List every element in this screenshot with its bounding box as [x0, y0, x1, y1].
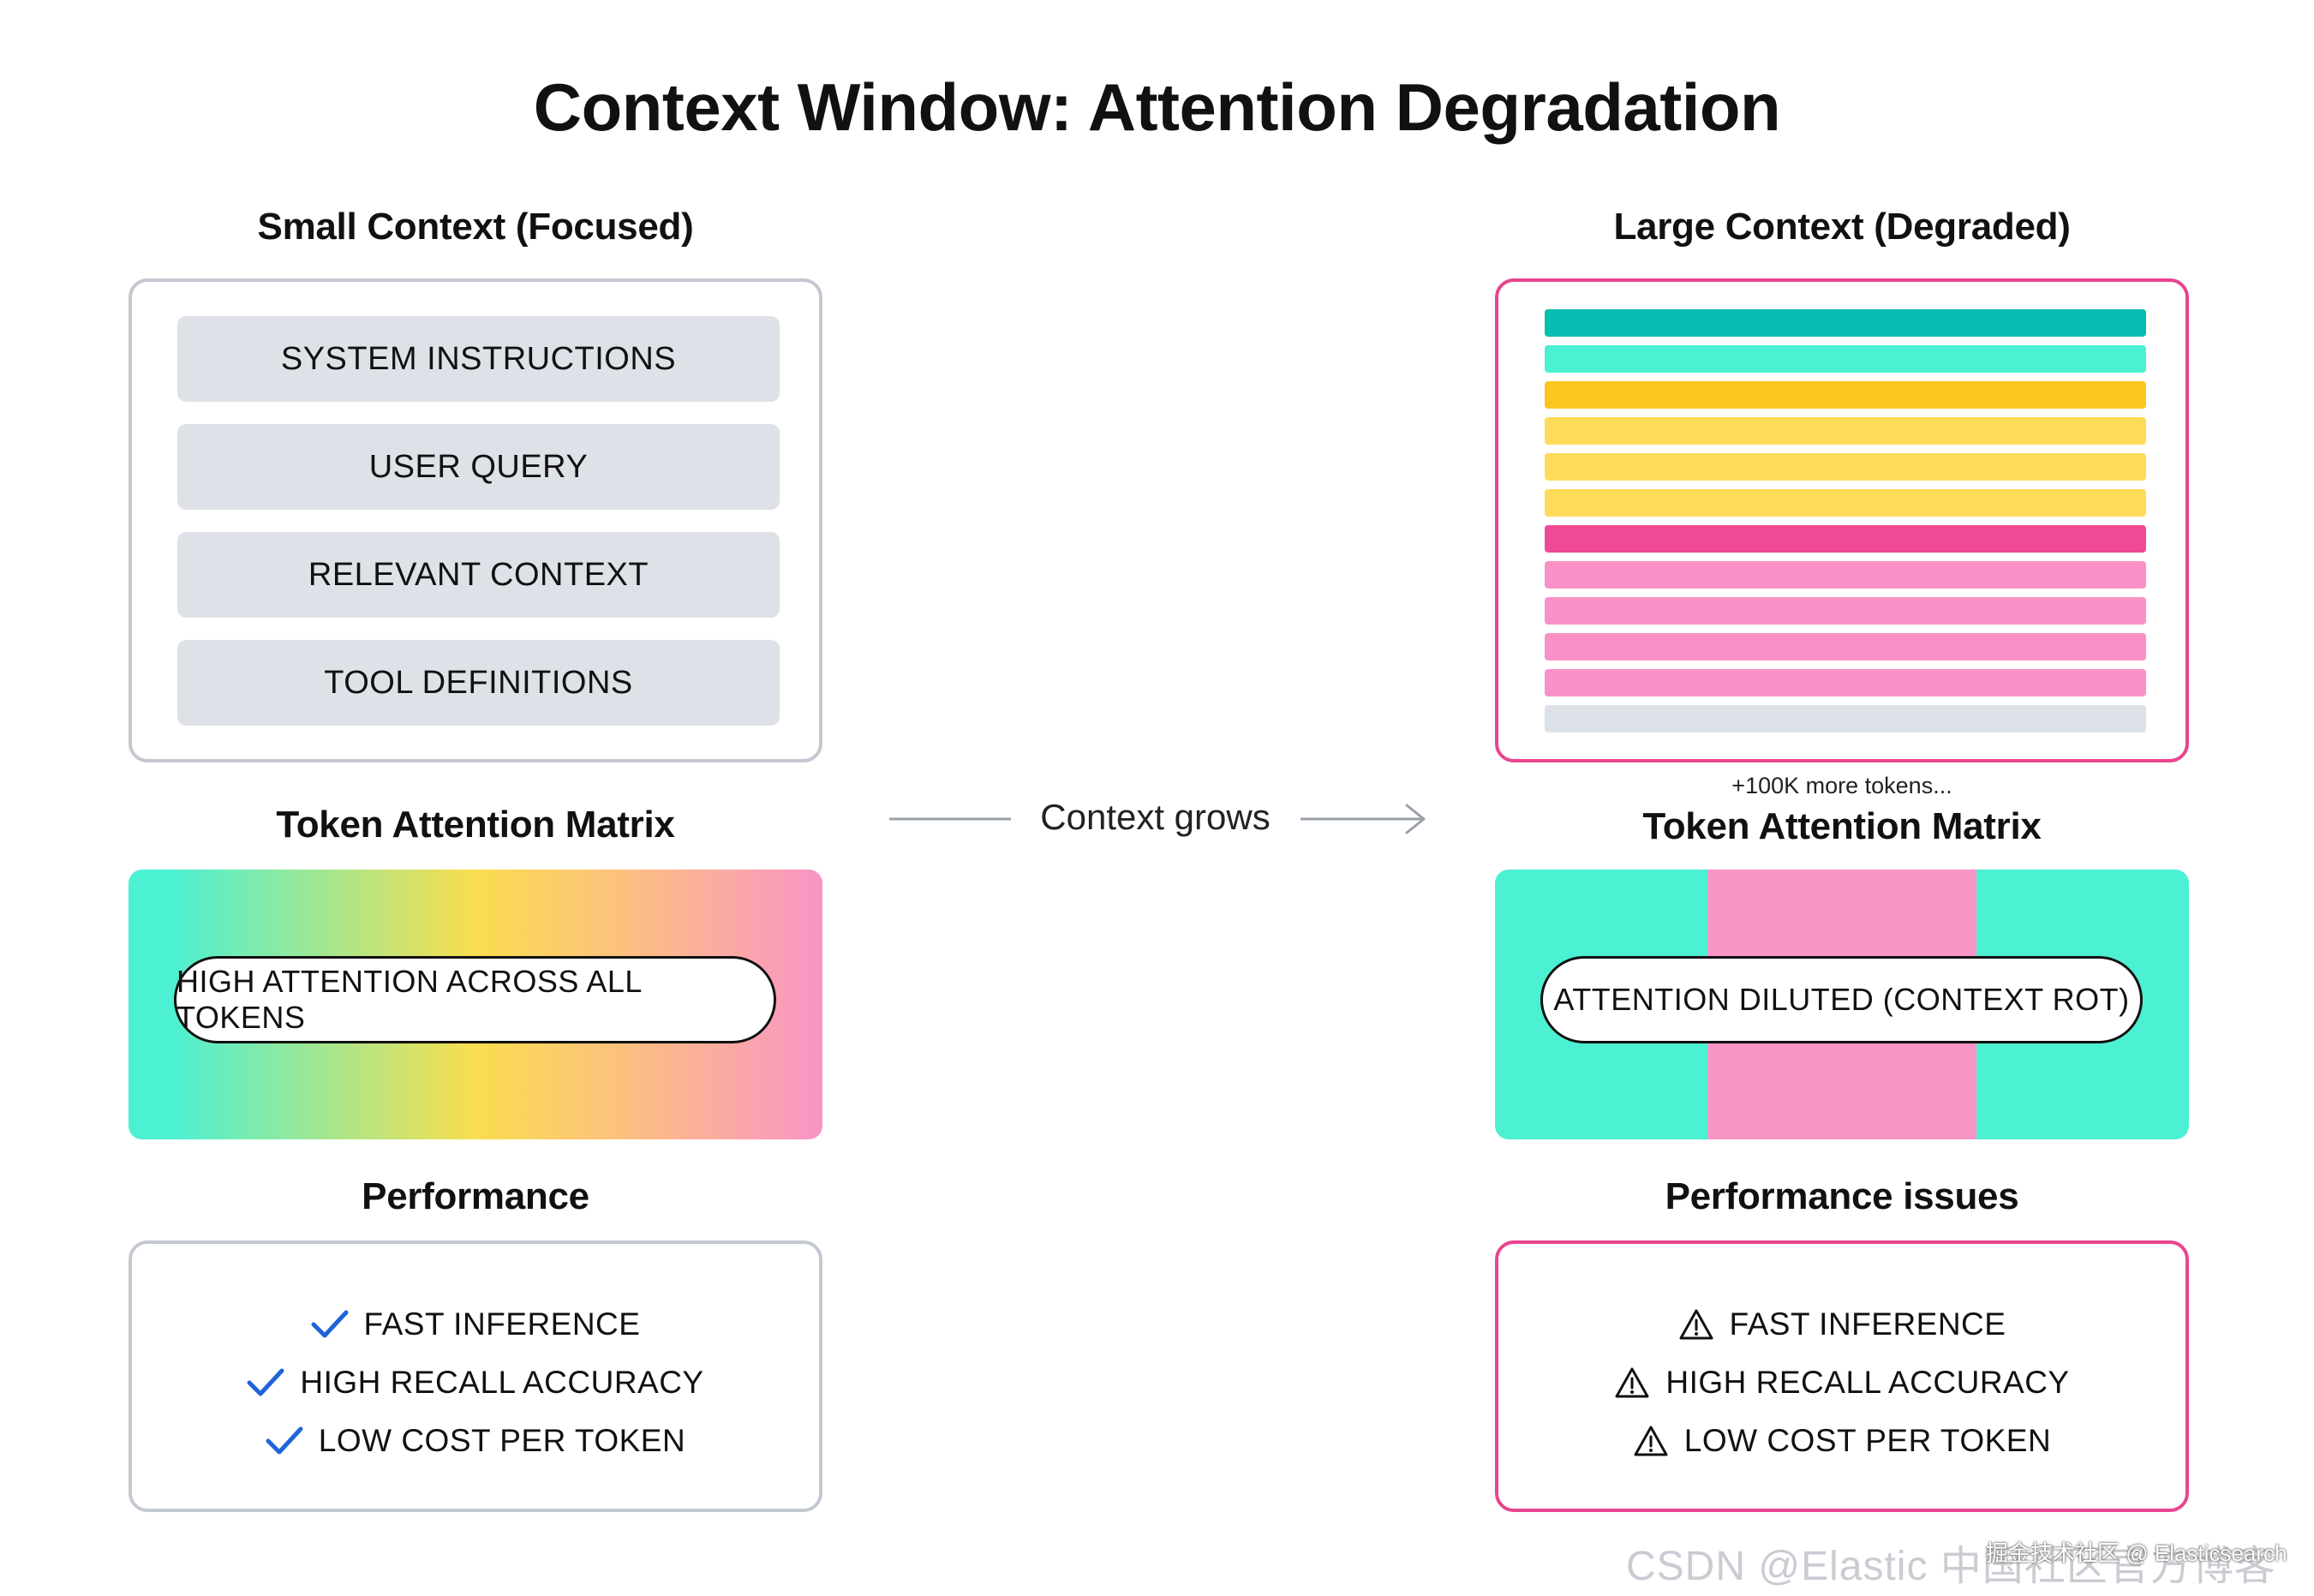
token-bar: [1545, 453, 2146, 481]
left-matrix-heading: Token Attention Matrix: [276, 804, 675, 846]
perf-item-label: FAST INFERENCE: [363, 1306, 641, 1342]
right-attention-matrix: ATTENTION DILUTED (CONTEXT ROT): [1495, 870, 2189, 1139]
token-bar: [1545, 309, 2146, 337]
issue-item-label: FAST INFERENCE: [1729, 1306, 2006, 1342]
context-item-tool-definitions: TOOL DEFINITIONS: [177, 640, 780, 726]
more-tokens-note: +100K more tokens...: [1731, 773, 1952, 798]
left-attention-matrix: HIGH ATTENTION ACROSS ALL TOKENS: [129, 870, 822, 1139]
issue-item-fast-inference: FAST INFERENCE: [1498, 1299, 2185, 1350]
checkmark-icon: [311, 1310, 349, 1338]
context-grows-label: Context grows: [1040, 797, 1271, 837]
perf-item-fast-inference: FAST INFERENCE: [132, 1299, 819, 1350]
small-context-heading: Small Context (Focused): [257, 206, 694, 248]
attention-diluted-label: ATTENTION DILUTED (CONTEXT ROT): [1540, 956, 2143, 1043]
right-matrix-heading: Token Attention Matrix: [1642, 805, 2042, 847]
token-bar: [1545, 381, 2146, 409]
checkmark-icon: [266, 1426, 303, 1455]
warning-icon: [1634, 1426, 1668, 1456]
juejin-watermark: 掘金技术社区 @ Elasticsearch: [1986, 1540, 2287, 1566]
large-context-heading: Large Context (Degraded): [1613, 206, 2071, 248]
token-bar: [1545, 525, 2146, 553]
performance-issues-heading: Performance issues: [1665, 1175, 2019, 1217]
issue-item-high-recall: HIGH RECALL ACCURACY: [1498, 1357, 2185, 1408]
large-context-box: [1495, 278, 2189, 762]
context-item-user-query: USER QUERY: [177, 424, 780, 510]
performance-heading: Performance: [362, 1175, 589, 1217]
token-bar: [1545, 597, 2146, 625]
checkmark-icon: [247, 1368, 284, 1396]
perf-item-label: HIGH RECALL ACCURACY: [300, 1365, 704, 1400]
token-bar: [1545, 669, 2146, 696]
performance-box: FAST INFERENCE HIGH RECALL ACCURACY LOW …: [129, 1240, 822, 1512]
perf-item-low-cost: LOW COST PER TOKEN: [132, 1415, 819, 1467]
token-bar: [1545, 633, 2146, 661]
csdn-watermark: CSDN @Elastic 中国社区官方博客: [1626, 1544, 2276, 1589]
issue-item-label: HIGH RECALL ACCURACY: [1665, 1365, 2070, 1400]
warning-icon: [1615, 1367, 1649, 1398]
arrow-right-icon: [889, 804, 1426, 834]
context-item-system-instructions: SYSTEM INSTRUCTIONS: [177, 316, 780, 402]
context-item-relevant-context: RELEVANT CONTEXT: [177, 532, 780, 618]
issue-item-label: LOW COST PER TOKEN: [1683, 1423, 2052, 1458]
token-bar: [1545, 561, 2146, 589]
perf-item-label: LOW COST PER TOKEN: [318, 1423, 686, 1458]
token-bar: [1545, 705, 2146, 732]
diagram-title: Context Window: Attention Degradation: [533, 69, 1781, 145]
issue-item-low-cost: LOW COST PER TOKEN: [1498, 1415, 2185, 1467]
perf-item-high-recall: HIGH RECALL ACCURACY: [132, 1357, 819, 1408]
context-grows-connector: Context grows: [888, 788, 1436, 848]
performance-issues-box: FAST INFERENCE HIGH RECALL ACCURACY LOW …: [1495, 1240, 2189, 1512]
small-context-box: SYSTEM INSTRUCTIONS USER QUERY RELEVANT …: [129, 278, 822, 762]
token-bar: [1545, 345, 2146, 373]
token-bar: [1545, 489, 2146, 517]
high-attention-label: HIGH ATTENTION ACROSS ALL TOKENS: [174, 956, 776, 1043]
token-bar: [1545, 417, 2146, 445]
warning-icon: [1679, 1309, 1713, 1340]
